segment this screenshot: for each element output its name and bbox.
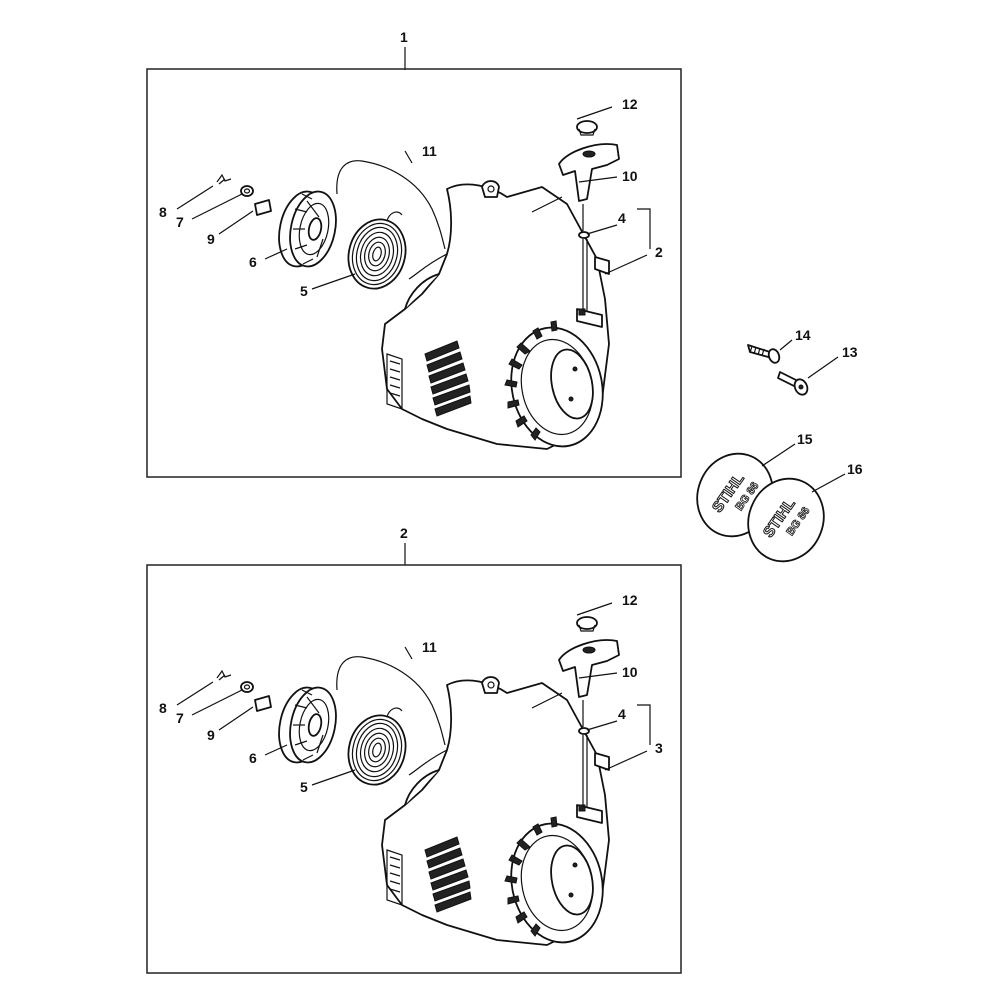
- callout-5: 5: [300, 283, 308, 299]
- callout-13: 13: [842, 344, 858, 360]
- callout-7: 7: [176, 214, 184, 230]
- screw-14: 14: [747, 327, 811, 364]
- callout-16: 16: [847, 461, 863, 477]
- callout-12: 12: [622, 592, 638, 608]
- logo-badge-16: STIHL BG 86 16: [747, 461, 863, 563]
- callout-9: 9: [207, 727, 215, 743]
- callout-2: 2: [655, 244, 663, 260]
- callout-3: 3: [655, 740, 663, 756]
- callout-10: 10: [622, 168, 638, 184]
- callout-15: 15: [797, 431, 813, 447]
- callout-4: 4: [618, 706, 626, 722]
- callout-6: 6: [249, 254, 257, 270]
- logo-badge-15: STIHL BG 86 15: [696, 431, 813, 538]
- callout-6: 6: [249, 750, 257, 766]
- screw-13: 13: [777, 344, 858, 396]
- assembly-2: 2 12 11 10 4 3 8 7 9 6 5: [146, 525, 682, 974]
- callout-8: 8: [159, 700, 167, 716]
- callout-11: 11: [422, 143, 437, 159]
- callout-12: 12: [622, 96, 638, 112]
- starter-assembly-2-drawing: [146, 564, 682, 974]
- callout-14: 14: [795, 327, 811, 343]
- callout-10: 10: [622, 664, 638, 680]
- callout-11: 11: [422, 639, 437, 655]
- assembly-1: 1 12 11 10 4 2 8 7 9 6 5: [146, 29, 682, 478]
- callout-7: 7: [176, 710, 184, 726]
- callout-5: 5: [300, 779, 308, 795]
- assembly-2-number: 2: [400, 525, 408, 541]
- callout-4: 4: [618, 210, 626, 226]
- starter-assembly-1-drawing: [146, 68, 682, 478]
- assembly-1-number: 1: [400, 29, 408, 45]
- callout-8: 8: [159, 204, 167, 220]
- callout-9: 9: [207, 231, 215, 247]
